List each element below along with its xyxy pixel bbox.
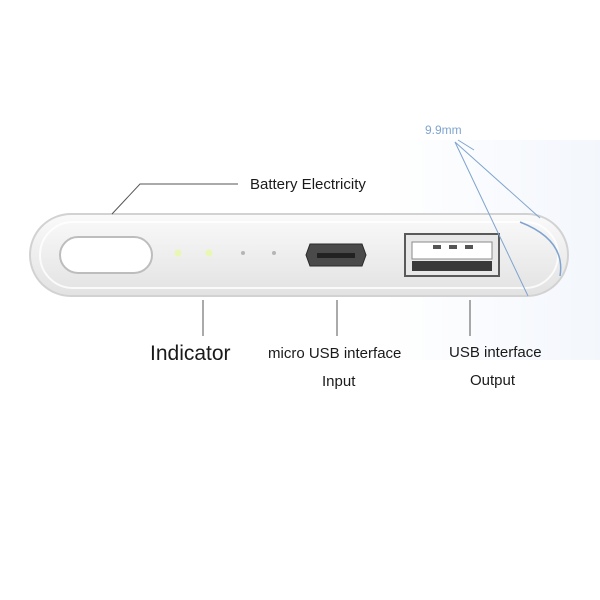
edge-highlight	[519, 221, 562, 277]
usb-sublabel: Output	[470, 372, 516, 389]
led-icon	[241, 251, 245, 255]
usb-pin	[449, 245, 457, 249]
usb-label: USB interface	[449, 344, 542, 361]
usb-a-cavity	[412, 261, 492, 271]
usb-pin	[465, 245, 473, 249]
battery-leader-line	[111, 183, 238, 215]
dimension-line	[454, 141, 541, 219]
thickness-label: 9.9mm	[425, 123, 462, 137]
dimension-line	[454, 141, 529, 297]
dimension-tick	[457, 139, 475, 151]
usb-a-tongue	[411, 241, 493, 260]
led-icon	[174, 249, 182, 257]
led-icon	[272, 251, 276, 255]
micro-usb-label: micro USB interface	[268, 345, 402, 362]
micro-usb-slot	[317, 253, 355, 258]
usb-pin	[433, 245, 441, 249]
led-icon	[205, 249, 213, 257]
micro-usb-sublabel: Input	[322, 373, 356, 390]
power-button-icon	[59, 236, 153, 274]
battery-label: Battery Electricity	[250, 176, 366, 193]
indicator-label: Indicator	[150, 342, 231, 365]
